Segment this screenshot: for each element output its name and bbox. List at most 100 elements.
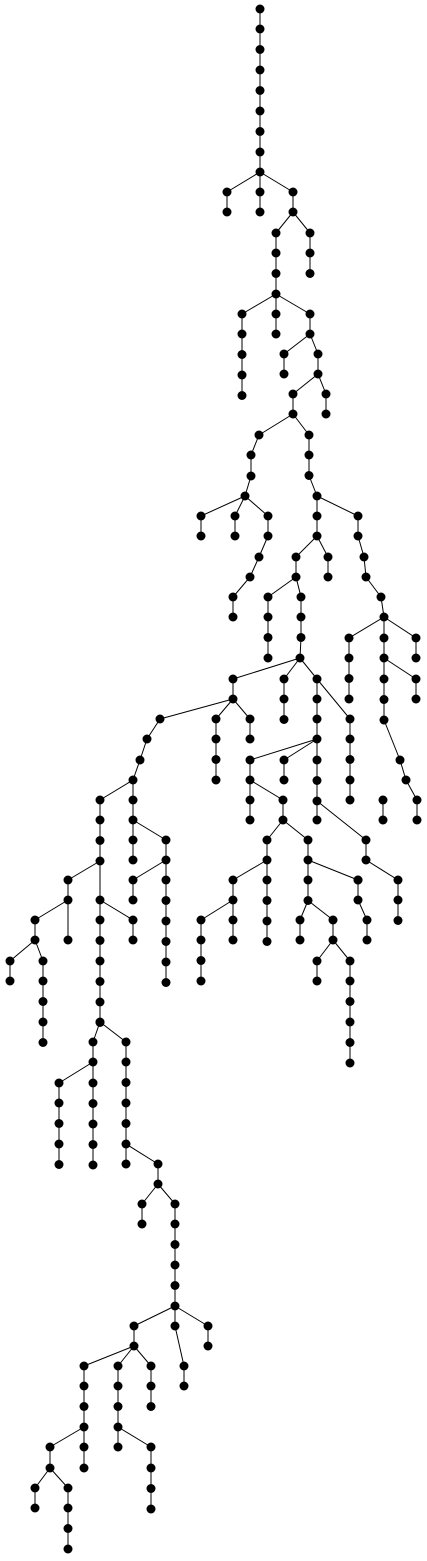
tree-node [38, 1038, 48, 1047]
tree-node [196, 976, 206, 986]
tree-node [379, 653, 389, 663]
tree-node [79, 1361, 89, 1371]
tree-edge [58, 1061, 94, 1084]
tree-node [345, 956, 355, 966]
tree-node [113, 1422, 123, 1432]
tree-node [88, 1099, 98, 1108]
tree-node [353, 511, 363, 521]
tree-edge [348, 616, 385, 639]
tree-node [328, 935, 338, 945]
tree-node [353, 875, 363, 885]
tree-edge [383, 657, 417, 680]
tree-node [88, 1160, 98, 1170]
tree-node [279, 349, 289, 359]
tree-edge [117, 1426, 152, 1448]
tree-node [228, 612, 238, 622]
tree-node [379, 633, 389, 643]
tree-edge [125, 1143, 159, 1165]
tree-node [196, 531, 206, 541]
tree-edge [244, 495, 269, 517]
tree-edge [259, 171, 294, 193]
tree-node [179, 1361, 189, 1371]
tree-edge [282, 819, 309, 841]
tree-node [30, 1503, 40, 1513]
tree-node [395, 755, 405, 765]
tree-node [255, 147, 265, 157]
tree-node [146, 1402, 156, 1411]
tree-node [411, 653, 421, 663]
tree-node [412, 795, 422, 805]
tree-node [170, 1219, 180, 1229]
tree-node [278, 815, 288, 825]
tree-node [237, 370, 247, 380]
tree-node [345, 795, 355, 805]
tree-node [128, 875, 138, 885]
tree-node [271, 289, 281, 299]
tree-node [63, 1544, 73, 1554]
tree-node [146, 1361, 156, 1371]
tree-node [228, 674, 238, 684]
tree-node [412, 815, 422, 825]
tree-node [128, 815, 138, 825]
tree-node [296, 592, 306, 602]
tree-node [312, 674, 322, 684]
tree-node [321, 409, 331, 419]
tree-edge [258, 413, 294, 436]
tree-node [63, 1524, 73, 1533]
tree-node [303, 875, 313, 885]
tree-edge [249, 779, 284, 801]
tree-node [255, 24, 265, 34]
tree-node [262, 875, 272, 885]
tree-node [113, 1442, 123, 1452]
tree-node [137, 1199, 147, 1209]
tree-node [296, 612, 306, 622]
tree-node [271, 248, 281, 258]
tree-node [146, 1463, 156, 1473]
tree-node [344, 633, 354, 643]
tree-node [279, 369, 289, 379]
tree-node [255, 207, 265, 217]
tree-node [304, 430, 314, 440]
tree-node [393, 895, 403, 905]
tree-node [95, 977, 105, 986]
tree-node [222, 207, 232, 217]
tree-node [88, 1057, 98, 1067]
tree-node [211, 755, 221, 764]
tree-node [344, 653, 354, 663]
tree-node [246, 471, 256, 481]
tree-node [79, 1463, 89, 1473]
tree-node [344, 694, 354, 704]
tree-edge [316, 678, 351, 720]
tree-node [237, 391, 247, 400]
tree-node [345, 734, 355, 744]
tree-node [303, 855, 313, 865]
tree-nodes [5, 4, 422, 1554]
tree-node [88, 1078, 98, 1088]
tree-node [79, 1402, 89, 1411]
tree-edge [295, 535, 318, 558]
tree-node [305, 329, 315, 339]
tree-edge [332, 939, 351, 962]
tree-node [128, 855, 138, 865]
tree-edge [83, 1345, 135, 1367]
tree-node [146, 1442, 156, 1452]
tree-node [211, 714, 221, 724]
tree-node [161, 855, 171, 865]
tree-node [121, 1119, 131, 1128]
tree-node [95, 895, 105, 905]
tree-node [359, 552, 369, 562]
tree-node [38, 997, 48, 1006]
tree-node [312, 755, 322, 765]
tree-node [345, 1058, 355, 1068]
tree-node [312, 714, 322, 724]
tree-node [196, 935, 206, 945]
tree-node [121, 1037, 131, 1047]
tree-node [88, 1140, 98, 1149]
tree-node [303, 835, 313, 845]
tree-node [203, 1341, 213, 1351]
tree-node [312, 796, 322, 806]
tree-node [153, 1159, 163, 1169]
tree-node [305, 269, 315, 278]
tree-node [345, 976, 355, 986]
